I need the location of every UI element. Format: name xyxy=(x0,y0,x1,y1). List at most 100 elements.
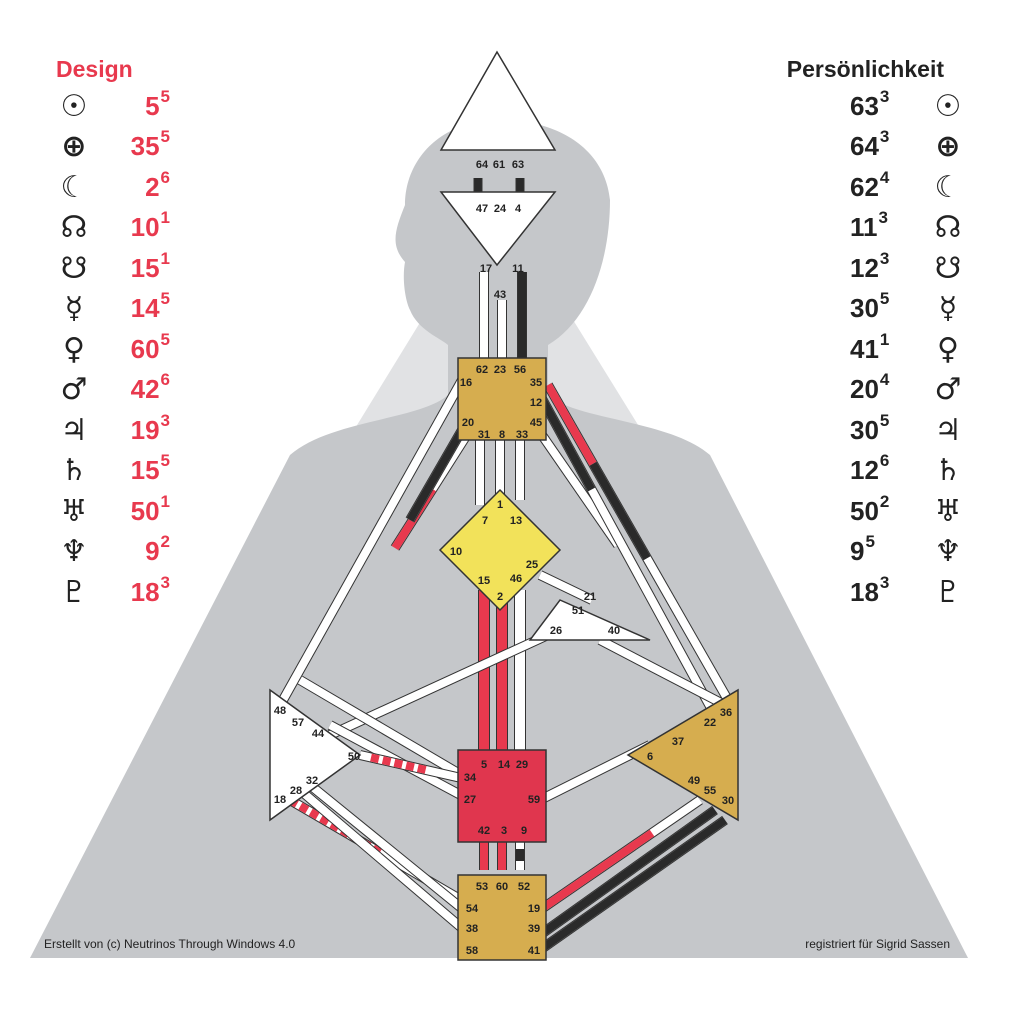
gate-number: 18 xyxy=(130,576,160,607)
gate-label: 1 xyxy=(497,499,503,511)
line-number: 3 xyxy=(879,86,890,106)
gate-label: 47 xyxy=(476,203,488,215)
design-row: ♂426 xyxy=(52,370,170,410)
line-number: 5 xyxy=(879,410,890,430)
gate-label: 33 xyxy=(516,429,528,441)
gate-label: 3 xyxy=(501,825,507,837)
gate-label: 63 xyxy=(512,159,524,171)
line-number: 1 xyxy=(160,248,170,268)
personality-row: 305♃ xyxy=(850,410,970,450)
gate-label: 12 xyxy=(530,397,542,409)
gate-label: 14 xyxy=(498,759,511,771)
personality-row: 411♀ xyxy=(850,329,970,369)
centers xyxy=(269,50,739,961)
solar-plexus-center xyxy=(626,688,739,822)
personality-gate-line: 502 xyxy=(850,492,926,527)
design-row: ♇183 xyxy=(52,572,170,612)
gate-label: 39 xyxy=(528,923,540,935)
gate-label: 6 xyxy=(647,751,653,763)
gate-label: 8 xyxy=(499,429,505,441)
design-row: ☋ 151 xyxy=(52,248,170,288)
gate-number: 64 xyxy=(850,131,879,161)
neptune-icon: ♆ xyxy=(60,534,88,569)
gate-label: 18 xyxy=(274,794,286,806)
line-number: 2 xyxy=(160,532,170,551)
design-row: ⊕355 xyxy=(52,127,170,167)
gate-label: 25 xyxy=(526,559,538,571)
line-number: 4 xyxy=(879,167,890,187)
personality-gate-line: 633 xyxy=(850,87,926,122)
north-node-icon: ☊ xyxy=(60,210,88,245)
personality-gate-line: 123 xyxy=(850,249,926,284)
earth-icon: ⊕ xyxy=(61,129,87,164)
personality-row: 123☋ xyxy=(850,248,970,288)
gate-label: 55 xyxy=(704,785,716,797)
gate-label: 40 xyxy=(608,625,620,637)
root-center xyxy=(457,874,547,961)
throat-center xyxy=(457,357,547,441)
gate-number: 14 xyxy=(130,293,160,323)
design-gate-line: 155 xyxy=(96,451,170,486)
head-center xyxy=(439,50,557,151)
gate-label: 16 xyxy=(460,377,472,389)
personality-gate-line: 204 xyxy=(850,370,926,405)
gate-label: 51 xyxy=(572,605,584,617)
personality-row: 204♂ xyxy=(850,370,970,410)
line-number: 3 xyxy=(160,572,170,592)
gate-label: 10 xyxy=(450,546,462,558)
gate-label: 21 xyxy=(584,591,596,603)
gate-number: 15 xyxy=(130,455,160,485)
gate-label: 50 xyxy=(348,751,360,763)
gate-label: 11 xyxy=(512,263,524,275)
gate-label: 60 xyxy=(496,881,508,893)
line-number: 5 xyxy=(160,451,170,470)
design-row: ☉55 xyxy=(52,86,170,126)
personality-gate-line: 411 xyxy=(850,330,926,365)
design-gate-line: 426 xyxy=(96,370,170,405)
gate-label: 59 xyxy=(528,794,540,806)
personality-gate-line: 126 xyxy=(850,451,926,486)
gate-label: 7 xyxy=(482,515,488,527)
gate-label: 46 xyxy=(510,573,522,585)
gate-number: 15 xyxy=(130,252,160,283)
gate-label: 44 xyxy=(312,728,325,740)
gate-label: 41 xyxy=(528,945,540,957)
gate-number: 5 xyxy=(145,90,160,121)
gate-label: 57 xyxy=(292,717,304,729)
design-gate-line: 605 xyxy=(96,330,170,365)
personality-row: 95♆ xyxy=(850,532,970,572)
line-number: 1 xyxy=(160,491,170,511)
channel-activation xyxy=(370,753,427,774)
jupiter-icon: ♃ xyxy=(934,412,962,448)
line-number: 5 xyxy=(879,289,890,308)
design-row: ☿145 xyxy=(52,289,170,329)
line-number: 5 xyxy=(160,329,170,349)
gate-number: 10 xyxy=(130,212,160,242)
channel xyxy=(538,571,594,604)
footer-right: registriert für Sigrid Sassen xyxy=(805,937,950,951)
channel xyxy=(598,636,727,709)
personality-gate-line: 95 xyxy=(850,532,926,567)
pluto-icon: ♇ xyxy=(934,574,962,610)
gate-label: 23 xyxy=(494,364,506,376)
venus-icon: ♀ xyxy=(63,331,85,367)
gate-label: 45 xyxy=(530,417,542,429)
channel-activation xyxy=(537,829,655,914)
design-gate-line: 101 xyxy=(96,208,170,243)
gate-label: 20 xyxy=(462,417,474,429)
line-number: 3 xyxy=(879,248,890,268)
line-number: 5 xyxy=(865,532,875,551)
design-gate-line: 145 xyxy=(96,289,170,324)
south-node-icon: ☋ xyxy=(934,250,962,286)
north-node-icon: ☊ xyxy=(934,210,962,245)
personality-row: 502♅ xyxy=(850,491,970,531)
south-node-icon: ☋ xyxy=(60,250,88,286)
gate-label: 52 xyxy=(518,881,530,893)
moon-icon: ☾ xyxy=(934,169,962,205)
gate-number: 30 xyxy=(850,293,879,323)
design-title: Design xyxy=(56,56,133,82)
channel xyxy=(307,781,473,919)
line-number: 1 xyxy=(160,208,170,227)
earth-icon: ⊕ xyxy=(935,129,961,164)
